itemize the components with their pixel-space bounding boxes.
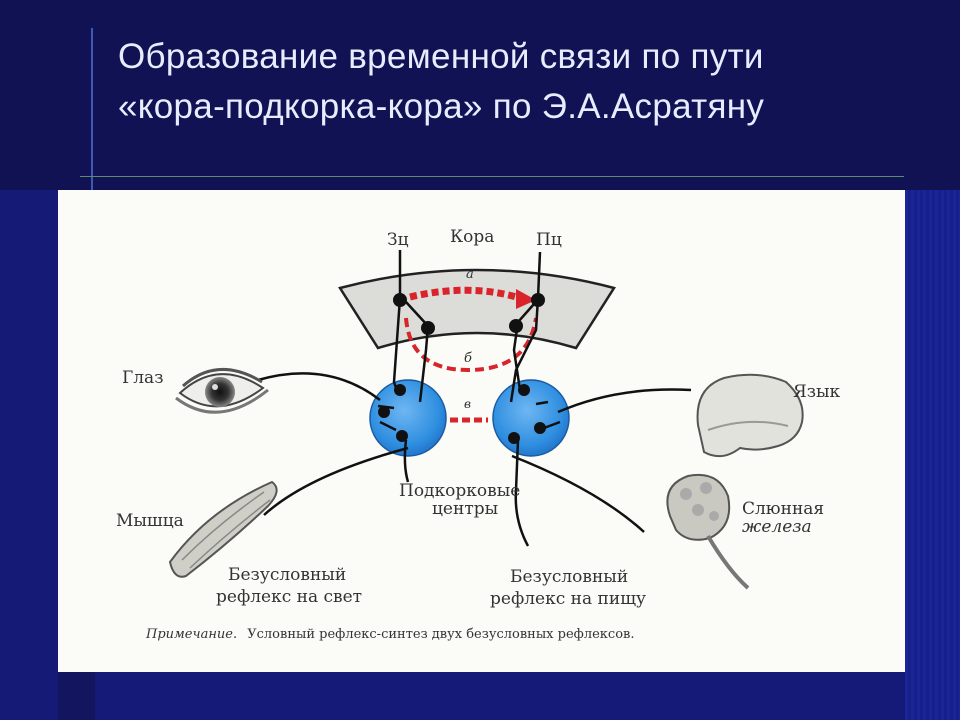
- label-tongue: Язык: [793, 382, 841, 402]
- neuron-bodies: [378, 293, 546, 444]
- figure-note-prefix: Примечание.: [145, 627, 237, 642]
- subcortical-center-left: [369, 379, 447, 457]
- slide-title: Образование временной связи по пути «кор…: [118, 32, 908, 132]
- connection-a-arrowhead: [516, 289, 536, 309]
- label-pc: Пц: [536, 230, 562, 250]
- label-arc-b: б: [464, 351, 472, 366]
- label-zc: Зц: [387, 230, 409, 250]
- label-arc-a: а: [466, 267, 474, 282]
- tongue-icon: [696, 373, 804, 458]
- label-gland-2: железа: [742, 517, 812, 537]
- neuron-right-center-1: [518, 384, 530, 396]
- neuron-left-center-3: [396, 430, 408, 442]
- title-line-1: Образование временной связи по пути: [118, 37, 764, 76]
- connection-b: [404, 317, 538, 373]
- subcortical-center-right: [492, 379, 570, 457]
- left-background-strip: [0, 190, 58, 720]
- label-subcortex-1: Подкорковые: [399, 481, 520, 501]
- neuron-right-center-3: [508, 432, 520, 444]
- label-eye: Глаз: [122, 368, 163, 388]
- figure-note-text: Условный рефлекс-синтез двух безусловных…: [247, 627, 634, 642]
- salivary-gland-icon: [666, 474, 750, 590]
- label-reflex-food-1: Безусловный: [510, 567, 628, 587]
- label-reflex-food-2: рефлекс на пищу: [490, 589, 646, 609]
- connection-a: [409, 286, 522, 302]
- vertical-rule: [91, 28, 93, 198]
- diagram-figure: Зц Кора Пц а б в Глаз Язык Мышца Слюнная…: [58, 190, 905, 672]
- reflex-diagram: Зц Кора Пц а б в Глаз Язык Мышца Слюнная…: [116, 227, 841, 642]
- cortex-band: [338, 268, 616, 350]
- title-band: [0, 0, 960, 190]
- horizontal-rule: [80, 176, 904, 177]
- title-line-2: «кора-подкорка-кора» по Э.А.Асратяну: [118, 87, 765, 126]
- neuron-right-center-2: [534, 422, 546, 434]
- label-arc-v: в: [464, 397, 471, 411]
- neuron-left-center-1: [394, 384, 406, 396]
- neuron-pc-2: [509, 319, 523, 333]
- label-subcortex-2: центры: [432, 499, 498, 519]
- neuron-pathways: [257, 250, 692, 547]
- neuron-zc-2: [421, 321, 435, 335]
- label-muscle: Мышца: [116, 511, 184, 531]
- figure-note: Примечание. Условный рефлекс-синтез двух…: [145, 627, 634, 642]
- label-gland-1: Слюнная: [742, 499, 824, 519]
- bottom-background-strip: [95, 672, 905, 720]
- muscle-icon: [168, 480, 278, 578]
- label-cortex: Кора: [450, 227, 494, 247]
- neuron-left-center-2: [378, 406, 390, 418]
- right-background-strip: [905, 190, 960, 720]
- label-reflex-light-2: рефлекс на свет: [216, 587, 362, 607]
- eye-icon: [175, 368, 269, 414]
- neuron-zc-1: [393, 293, 407, 307]
- neuron-pc-1: [531, 293, 545, 307]
- label-reflex-light-1: Безусловный: [228, 565, 346, 585]
